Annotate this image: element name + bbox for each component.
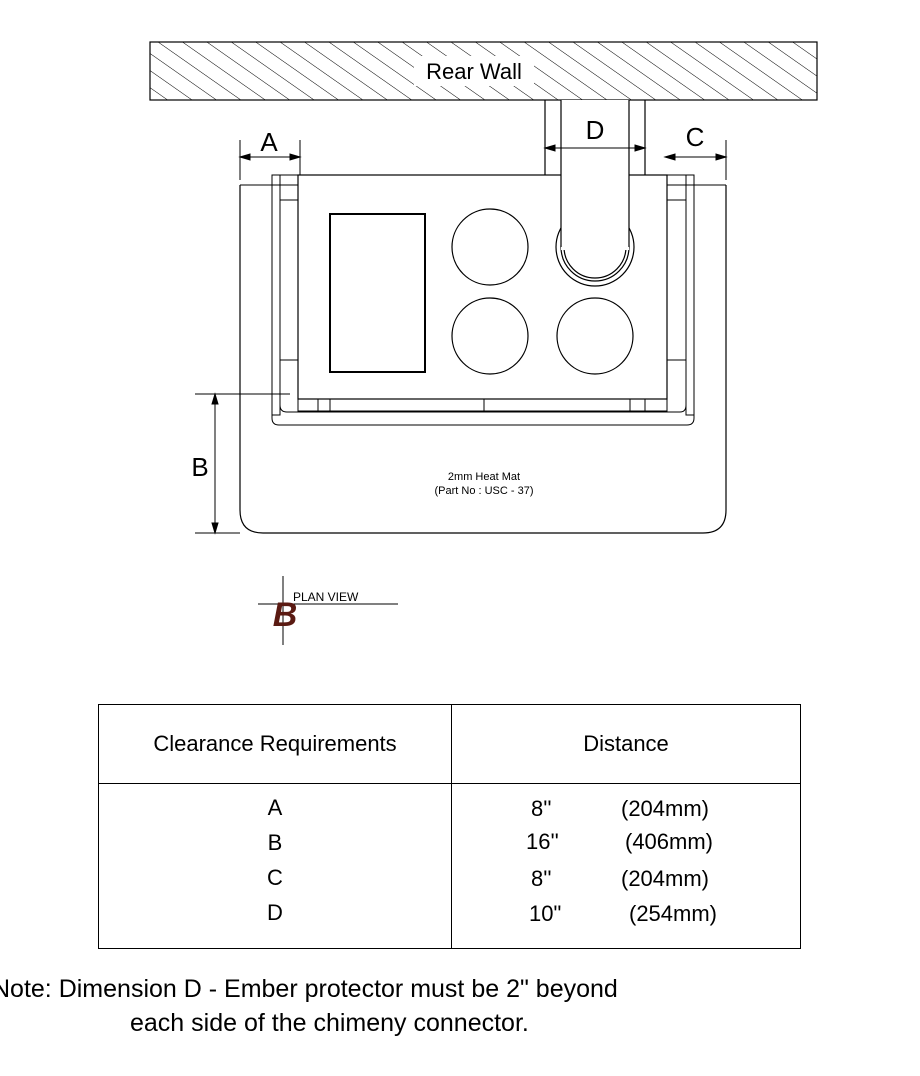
view-title: PLAN VIEW (293, 590, 359, 604)
clearance-table: Clearance Requirements Distance A B C D … (98, 704, 801, 949)
dimension-d-label: D (586, 115, 605, 145)
clearance-labels-cell: A B C D (98, 783, 452, 949)
header-distance: Distance (451, 704, 801, 784)
dimension-c (663, 140, 728, 180)
dimension-d (543, 144, 647, 152)
distance-row: 8'' (204mm) (452, 866, 800, 902)
dimension-c-label: C (686, 122, 705, 152)
distance-row: 10" (254mm) (452, 901, 800, 937)
note-line-2: each side of the chimeny connector. (130, 1009, 529, 1037)
dimension-a (238, 140, 302, 180)
chimney-connector (544, 100, 646, 250)
table-header-row: Clearance Requirements Distance (98, 704, 801, 784)
table-row-label: D (267, 900, 283, 925)
heat-mat-part-number: (Part No : USC - 37) (434, 485, 533, 497)
view-marker: B (273, 596, 298, 634)
dimension-b (195, 392, 290, 535)
distance-inches: 8'' (531, 796, 552, 821)
distance-row: 8'' (204mm) (452, 796, 800, 832)
distance-values-cell: 8'' (204mm) 16'' (406mm) 8'' (204mm) 10"… (451, 783, 801, 949)
stove-base-strip (297, 398, 668, 412)
rear-wall-label: Rear Wall (426, 59, 522, 84)
stove-legs (271, 174, 695, 426)
view-callout: B PLAN VIEW (258, 576, 398, 645)
distance-inches: 10" (529, 901, 562, 926)
plan-view-drawing: Rear Wall (149, 41, 818, 645)
dimension-b-label: B (191, 452, 208, 482)
distance-mm: (204mm) (621, 796, 710, 821)
distance-mm: (254mm) (629, 901, 718, 926)
distance-row: 16'' (406mm) (452, 829, 800, 867)
header-clearance-requirements: Clearance Requirements (98, 704, 452, 784)
distance-inches: 16'' (526, 829, 559, 854)
distance-mm: (204mm) (621, 866, 710, 891)
heat-mat-outline (239, 185, 727, 534)
dimension-a-label: A (260, 127, 278, 157)
note-line-1: Note: Dimension D - Ember protector must… (0, 975, 618, 1003)
heat-mat-label: 2mm Heat Mat (448, 471, 520, 483)
table-row-label: C (267, 865, 283, 890)
table-body-row: A B C D 8'' (204mm) 16'' (406mm) 8'' (20… (98, 783, 801, 949)
rear-wall: Rear Wall (149, 41, 818, 101)
distance-inches: 8'' (531, 866, 552, 891)
table-row-label: A (267, 795, 283, 820)
distance-mm: (406mm) (625, 829, 714, 854)
table-row-label: B (267, 830, 283, 855)
